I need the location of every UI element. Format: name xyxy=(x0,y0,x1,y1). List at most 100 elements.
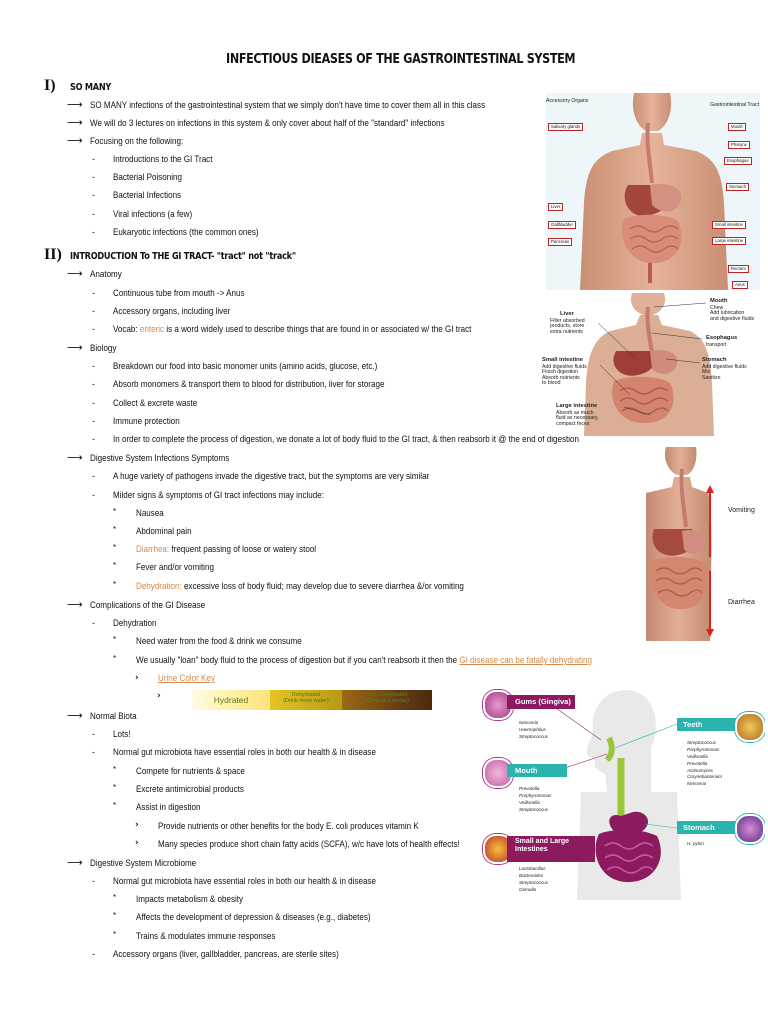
teeth-header: Teeth xyxy=(677,718,745,731)
dash-bullet: - xyxy=(92,949,95,959)
list-item: Provide nutrients or other benefits for … xyxy=(158,821,419,832)
list-item: Accessory organs (liver, gallbladder, pa… xyxy=(113,949,339,960)
list-item: Accessory organs, including liver xyxy=(113,306,231,317)
teeth-bacteria-icon xyxy=(735,712,765,742)
gums-header: Gums (Gingiva) xyxy=(507,695,575,709)
loan-line: We usually "loan" body fluid to the proc… xyxy=(136,656,592,666)
list-item: Excrete antimicrobial products xyxy=(136,784,244,795)
label-anus: Anus xyxy=(732,281,748,290)
arrow-icon: ⟶ xyxy=(67,116,83,129)
large-intestine-title: Large intestine xyxy=(556,403,598,409)
arrow-icon: ⟶ xyxy=(67,267,83,280)
vocab-definition: is a word widely used to describe things… xyxy=(166,324,472,335)
accessory-organs-header: Accessory Organs xyxy=(546,98,589,104)
dehydrated-sublabel: (Drink more water) xyxy=(283,698,329,705)
list-item: Bacterial Poisoning xyxy=(113,172,182,183)
teeth-bacteria: Veillonella xyxy=(687,753,708,759)
esophagus-description: transport xyxy=(706,342,727,348)
dash-bullet: - xyxy=(92,416,95,426)
label-stomach: Stomach xyxy=(726,183,749,192)
mouth-panel: Mouth xyxy=(483,756,567,788)
star-bullet: * xyxy=(113,525,117,534)
symptom-item: Nausea xyxy=(136,508,164,519)
list-item: Trains & modulates immune responses xyxy=(136,931,276,942)
list-item: Bacterial Infections xyxy=(113,190,182,201)
vocab-label: Vocab: xyxy=(113,324,138,335)
list-item: Eukaryotic infections (the common ones) xyxy=(113,227,259,238)
dehydration-definition: excessive loss of body fluid; may develo… xyxy=(183,581,464,592)
digestive-anatomy-figure: Accessory Organs Gastrointestinal Tract … xyxy=(546,93,760,290)
intestines-bacteria: Lactobacillus xyxy=(519,866,546,871)
very-dehydrated-sublabel: (Consult a doctor) xyxy=(365,698,409,705)
dehydrated-swatch: Dehydrated(Drink more water) xyxy=(270,690,342,710)
gums-panel: Gums (Gingiva) xyxy=(483,688,575,720)
stomach-header: Stomach xyxy=(677,821,745,834)
stomach-panel: Stomach xyxy=(677,814,765,844)
star-bullet: * xyxy=(113,543,117,552)
arrow-icon: ⟶ xyxy=(67,98,83,111)
text-line: Focusing on the following: xyxy=(90,136,184,147)
teeth-bacteria: Corynebacterium xyxy=(687,774,722,780)
dash-bullet: - xyxy=(92,227,95,237)
stomach-bacteria: H. pylori xyxy=(687,841,704,846)
gi-dehydrating-link[interactable]: GI disease can be fatally dehydrating xyxy=(459,655,593,666)
star-bullet: * xyxy=(113,930,117,939)
organ-illustration xyxy=(584,293,714,436)
list-item: Assist in digestion xyxy=(136,802,201,813)
mouth-bacteria: Streptococcus xyxy=(519,806,549,812)
hydrated-label: Hydrated xyxy=(213,695,249,705)
label-esophagus: Esophagus xyxy=(724,157,752,166)
section-number-2: II) xyxy=(44,246,62,263)
dash-bullet: - xyxy=(92,618,95,628)
symptom-item: Diarrhea: frequent passing of loose or w… xyxy=(136,545,316,555)
list-item: Continuous tube from mouth -> Anus xyxy=(113,288,245,299)
list-item: Normal gut microbiota have essential rol… xyxy=(113,876,376,887)
section-heading-2: INTRODUCTION To THE GI TRACT- "tract" no… xyxy=(70,251,296,262)
dash-bullet: - xyxy=(92,729,95,739)
list-item: In order to complete the process of dige… xyxy=(113,434,580,445)
diarrhea-definition: frequent passing of loose or watery stoo… xyxy=(171,544,317,555)
list-item: Absorb monomers & transport them to bloo… xyxy=(113,379,385,390)
teeth-bacteria: Actinomyces xyxy=(687,767,714,773)
star-bullet: * xyxy=(113,635,117,644)
label-large-intestine: Large intestine xyxy=(712,237,747,246)
list-item: Impacts metabolism & obesity xyxy=(136,894,244,905)
microbiome-figure: Gums (Gingiva) Neisseria Haemophilus Str… xyxy=(481,688,765,900)
teeth-bacteria: Prevotella xyxy=(687,760,708,766)
gums-bacteria: Neisseria xyxy=(519,720,539,725)
mouth-title: Mouth xyxy=(710,298,728,304)
dash-bullet: - xyxy=(92,172,95,182)
urine-color-bar: Hydrated Dehydrated(Drink more water) Ve… xyxy=(192,690,432,710)
esophagus-title: Esophagus xyxy=(706,335,738,341)
dash-bullet: - xyxy=(92,190,95,200)
symptom-item: Abdominal pain xyxy=(136,526,192,537)
label-gallbladder: Gallbladder xyxy=(548,221,576,230)
gums-bacteria: Haemophilus xyxy=(519,726,546,732)
section-heading-1: SO MANY xyxy=(70,82,112,93)
liver-title: Liver xyxy=(560,311,574,317)
dash-bullet: - xyxy=(92,154,95,164)
subheading-normal-biota: Normal Biota xyxy=(90,711,137,722)
stomach-description: Add digestive fluids Mix Sanitize xyxy=(702,364,747,381)
star-bullet: * xyxy=(113,801,117,810)
intestines-bacteria: Streptococcus xyxy=(519,879,549,885)
intestines-panel: Small and Large Intestines xyxy=(483,830,595,866)
dash-bullet: - xyxy=(92,490,95,500)
urine-color-key-link[interactable]: Urine Color Key xyxy=(158,673,215,684)
diarrhea-term: Diarrhea: xyxy=(136,544,170,555)
list-item: Immune protection xyxy=(113,416,180,427)
list-item: Compete for nutrients & space xyxy=(136,766,245,777)
vocab-term: enteric xyxy=(139,324,165,335)
hydrated-swatch: Hydrated xyxy=(192,690,270,710)
dash-bullet: - xyxy=(92,398,95,408)
subheading-biology: Biology xyxy=(90,343,117,354)
list-item: Breakdown our food into basic monomer un… xyxy=(113,361,378,372)
torso-illustration xyxy=(580,93,728,290)
star-bullet: * xyxy=(113,911,117,920)
label-small-intestine: Small intestine xyxy=(712,221,746,230)
dash-bullet: - xyxy=(92,876,95,886)
dash-bullet: - xyxy=(92,434,95,444)
label-pancreas: Pancreas xyxy=(548,238,573,247)
star-bullet: * xyxy=(113,580,117,589)
small-intestine-description: Add digestive fluids Finish digestion Ab… xyxy=(542,364,587,387)
